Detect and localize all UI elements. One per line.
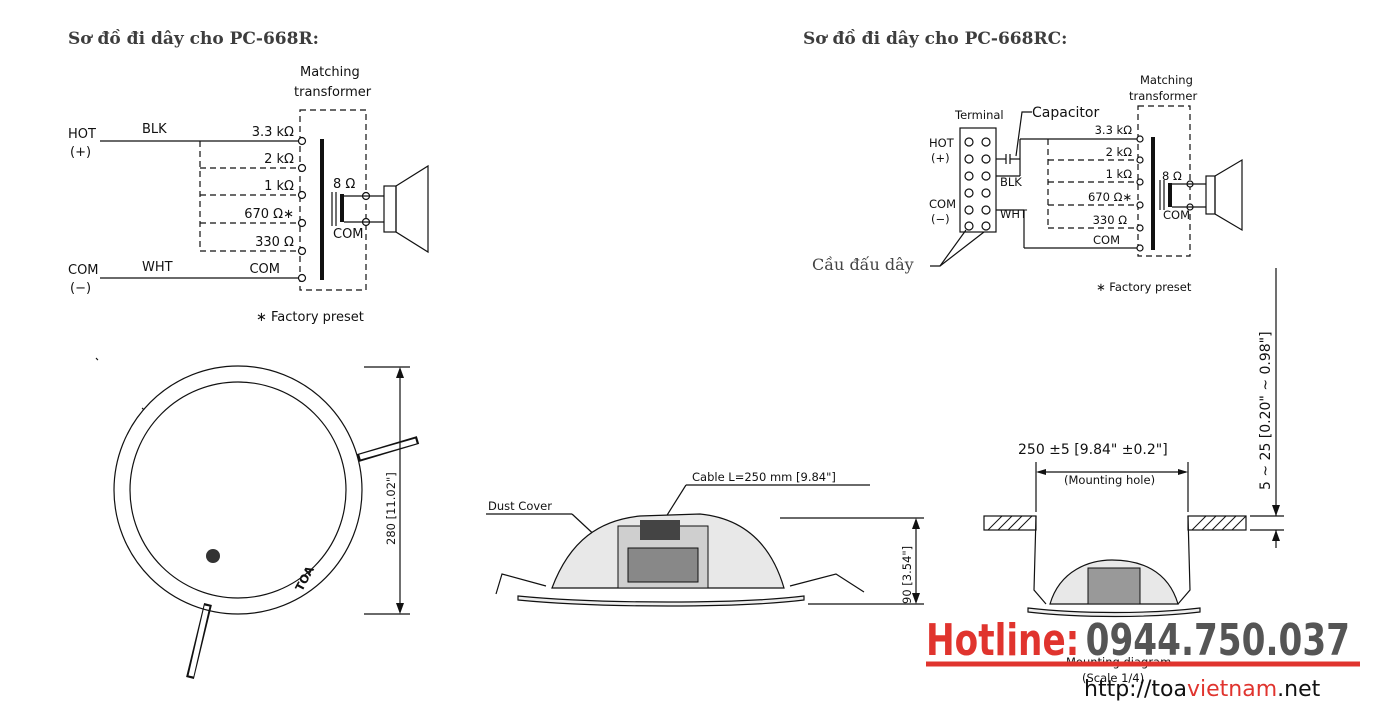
cable-label: Cable L=250 mm [9.84"] [692, 470, 836, 484]
sec-8-ohm: 8 Ω [1162, 169, 1182, 183]
com-label: COM [68, 263, 99, 278]
bridge-label: Cầu đấu dây [812, 255, 914, 274]
watermark: Hotline:0944.750.037 http://toavietnam.n… [926, 615, 1360, 702]
transformer-box [299, 109, 367, 291]
factory-preset-note: ∗ Factory preset [256, 310, 364, 325]
hot-sign: (+) [70, 145, 91, 160]
terminal-label: Terminal [954, 108, 1004, 122]
tap-label: 3.3 kΩ [1095, 123, 1133, 137]
blk-label: BLK [142, 122, 167, 137]
hole-dimension: 250 ±5 [9.84" ±0.2"] [1018, 442, 1168, 458]
factory-preset-note: ∗ Factory preset [1096, 280, 1192, 294]
com-sign: (−) [70, 281, 91, 296]
transformer-label-1: Matching [1140, 73, 1193, 87]
sec-com: COM [1163, 208, 1190, 222]
terminal-block [959, 127, 997, 233]
heading-pc-668r: Sơ đồ đi dây cho PC-668R: [68, 29, 319, 49]
tap-label: 1 kΩ [1106, 167, 1133, 181]
capacitor-label: Capacitor [1032, 105, 1099, 121]
tap-label: 330 Ω [255, 235, 294, 250]
speaker-icon [1205, 158, 1243, 232]
mounting-hole-label: (Mounting hole) [1064, 473, 1155, 487]
speaker-front-view: TOA 280 [11.02"] [95, 357, 420, 679]
height-dimension: 90 [3.54"] [900, 546, 914, 604]
hotline-label: Hotline: [926, 615, 1079, 666]
hotline-number: 0944.750.037 [1086, 615, 1350, 666]
tap-label: 330 Ω [1093, 213, 1128, 227]
ceiling-thickness-dimension: 5 ~ 25 [0.20" ~ 0.98"] [1258, 331, 1274, 490]
speaker-icon [383, 164, 429, 254]
tap-label: 670 Ω∗ [1088, 190, 1132, 204]
sec-com: COM [333, 227, 364, 242]
diameter-dimension: 280 [11.02"] [384, 472, 398, 545]
dust-cover-label: Dust Cover [488, 499, 552, 513]
com-sign: (−) [931, 212, 950, 226]
sec-8-ohm: 8 Ω [333, 177, 355, 192]
wiring-diagram-left: Matching transformer HOT (+) COM (−) BLK… [68, 65, 429, 325]
heading-pc-668rc: Sơ đồ đi dây cho PC-668RC: [803, 29, 1067, 49]
website-url[interactable]: http://toavietnam.net [1084, 677, 1321, 702]
tap-label: COM [1093, 233, 1120, 247]
transformer-label-2: transformer [1129, 89, 1197, 103]
transformer-label-2: transformer [294, 85, 372, 100]
transformer-label-1: Matching [300, 65, 360, 80]
hotline: Hotline:0944.750.037 [926, 615, 1350, 666]
hot-label: HOT [68, 127, 96, 142]
speaker-side-view: Cable L=250 mm [9.84"] Dust Cover 90 [3.… [486, 470, 924, 607]
mounting-scale: (Scale 1/4) [1082, 671, 1144, 685]
blk-label: BLK [1000, 175, 1022, 189]
tap-label: 670 Ω∗ [244, 207, 294, 222]
hot-label: HOT [929, 136, 955, 150]
tap-label: 3.3 kΩ [252, 125, 294, 140]
tap-label: 2 kΩ [264, 152, 294, 167]
com-label: COM [929, 197, 956, 211]
transformer-box [1137, 105, 1191, 257]
wht-label: WHT [142, 260, 173, 275]
tap-label: 2 kΩ [1106, 145, 1133, 159]
led-indicator [206, 549, 220, 563]
tap-label: 1 kΩ [264, 179, 294, 194]
hot-sign: (+) [931, 151, 950, 165]
wiring-diagram-right: Matching transformer Terminal Capacitor … [812, 73, 1243, 294]
tap-label: COM [249, 262, 280, 277]
